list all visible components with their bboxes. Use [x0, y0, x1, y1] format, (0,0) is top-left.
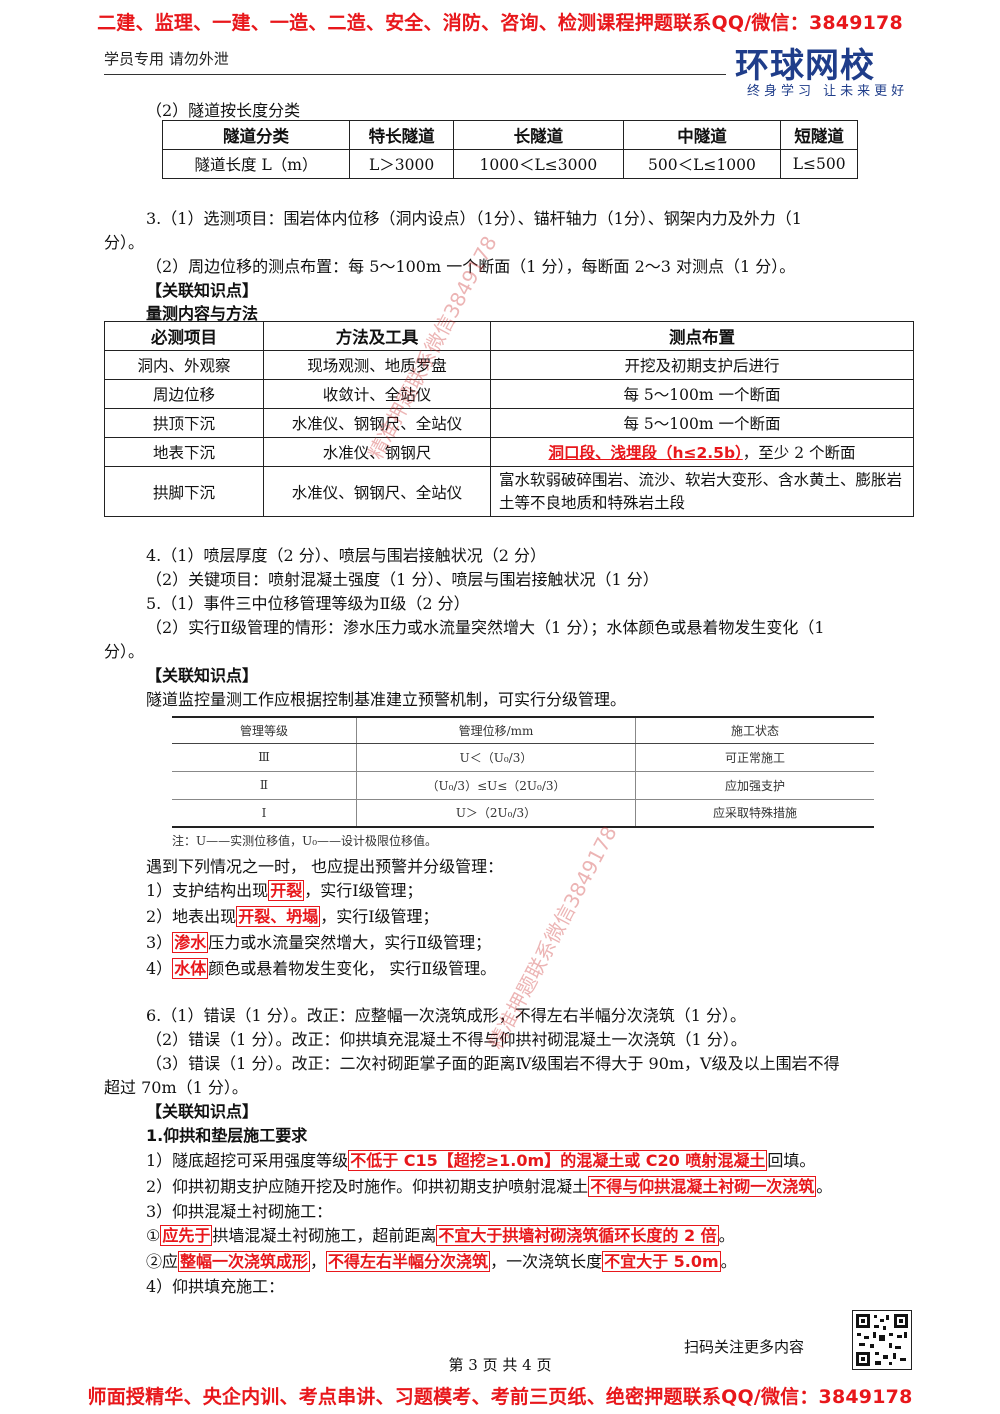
grade-header: 管理位移/mm	[356, 716, 636, 744]
measure-header: 必测项目	[104, 321, 264, 351]
answer5-line: 5.（1）事件三中位移管理等级为Ⅱ级（2 分）	[146, 594, 470, 613]
measure-cell: 富水软弱破碎围岩、流沙、软岩大变形、含水黄土、膨胀岩土等不良地质和特殊岩土段	[490, 466, 914, 517]
measure-cell: 现场观测、地质罗盘	[263, 350, 491, 380]
invert-item-4: 4）仰拱填充施工：	[146, 1277, 285, 1296]
grade-cell: U＜（U₀/3）	[356, 743, 636, 772]
warning-highlight: 开裂、坍塌	[236, 906, 321, 927]
invert-highlight: 不宜大于拱墙衬砌浇筑循环长度的 2 倍	[436, 1225, 719, 1246]
measure-cell: 每 5～100m 一个断面	[490, 408, 914, 438]
brand-slogan: 终身学习 让未来更好	[747, 84, 909, 99]
header-divider	[104, 74, 726, 75]
brand-logo: 环球网校	[735, 46, 875, 86]
warning-item: 3）渗水压力或水流量突然增大，实行Ⅱ级管理；	[146, 932, 492, 953]
invert-highlight: 应先于	[160, 1225, 213, 1246]
length-cell: L≤500	[780, 149, 858, 179]
grade-cell: Ⅰ	[172, 799, 357, 828]
warning-highlight: 开裂	[268, 880, 305, 901]
warning-item: 2）地表出现开裂、坍塌，实行Ⅰ级管理；	[146, 906, 439, 927]
grade-table: 管理等级 管理位移/mm 施工状态 Ⅲ U＜（U₀/3） 可正常施工 Ⅱ （U₀…	[172, 716, 874, 828]
answer4-line: 4.（1）喷层厚度（2 分）、喷层与围岩接触状况（2 分）	[146, 546, 546, 565]
measure-cell: 拱顶下沉	[104, 408, 264, 438]
answer3-line: 3.（1）选测项目：围岩体内位移（洞内设点）（1分）、锚杆轴力（1分）、钢架内力…	[146, 209, 802, 228]
qr-code[interactable]	[852, 1310, 912, 1370]
measure-table: 必测项目 方法及工具 测点布置 洞内、外观察 现场观测、地质罗盘 开挖及初期支护…	[104, 321, 914, 517]
warning-highlight: 渗水	[172, 932, 209, 953]
length-header: 隧道分类	[161, 120, 351, 150]
invert-item-3: 3）仰拱混凝土衬砌施工：	[146, 1202, 333, 1221]
measure-cell: 周边位移	[104, 379, 264, 409]
measure-cell: 收敛计、全站仪	[263, 379, 491, 409]
length-header: 长隧道	[453, 120, 624, 150]
answer5-line: （2）实行Ⅱ级管理的情形：渗水压力或水流量突然增大（1 分）；水体颜色或悬着物发…	[146, 618, 825, 637]
grade-intro: 隧道监控量测工作应根据控制基准建立预警机制，可实行分级管理。	[146, 690, 627, 709]
measure-cell: 地表下沉	[104, 437, 264, 467]
invert-item-2: 2）仰拱初期支护应随开挖及时施作。仰拱初期支护喷射混凝土不得与仰拱混凝土衬砌一次…	[146, 1176, 833, 1197]
measure-cell: 拱脚下沉	[104, 466, 264, 517]
length-cell: 1000＜L≤3000	[453, 149, 624, 179]
knowledge-heading: 【关联知识点】	[146, 1102, 259, 1121]
invert-subtitle: 1.仰拱和垫层施工要求	[146, 1126, 308, 1145]
page-number: 第 3 页 共 4 页	[448, 1356, 552, 1374]
measure-header: 测点布置	[490, 321, 914, 351]
grade-cell: U＞（2U₀/3）	[356, 799, 636, 828]
grade-cell: 应采取特殊措施	[635, 799, 874, 828]
length-cell: 500＜L≤1000	[622, 149, 782, 179]
invert-highlight: 不低于 C15【超挖≥1.0m】的混凝土或 C20 喷射混凝土	[348, 1150, 768, 1171]
grade-cell: 应加强支护	[635, 771, 874, 800]
invert-highlight: 不宜大于 5.0m	[602, 1251, 721, 1272]
grade-cell: （U₀/3）≤U≤（2U₀/3）	[356, 771, 636, 800]
warning-item: 1）支护结构出现开裂，实行Ⅰ级管理；	[146, 880, 423, 901]
measure-cell: 每 5～100m 一个断面	[490, 379, 914, 409]
invert-item-1: 1）隧底超挖可采用强度等级不低于 C15【超挖≥1.0m】的混凝土或 C20 喷…	[146, 1150, 816, 1171]
length-header: 中隧道	[622, 120, 782, 150]
length-header: 短隧道	[780, 120, 858, 150]
answer6-line: （3）错误（1 分）。改正：二次衬砌距掌子面的距离Ⅳ级围岩不得大于 90m，Ⅴ级…	[146, 1054, 840, 1073]
invert-item-3b: ②应整幅一次浇筑成形，不得左右半幅分次浇筑，一次浇筑长度不宜大于 5.0m。	[146, 1251, 737, 1272]
surface-rest: ，至少 2 个断面	[742, 444, 856, 462]
invert-highlight: 整幅一次浇筑成形	[178, 1251, 311, 1272]
knowledge-heading: 【关联知识点】	[146, 281, 259, 300]
answer3-line: （2）周边位移的测点布置：每 5～100m 一个断面（1 分），每断面 2～3 …	[146, 257, 796, 276]
measure-cell: 水准仪、钢钢尺、全站仪	[263, 466, 491, 517]
answer6-line: 超过 70m（1 分）。	[104, 1078, 248, 1097]
scan-text: 扫码关注更多内容	[684, 1338, 805, 1356]
measure-cell: 水准仪、钢钢尺	[263, 437, 491, 467]
answer6-line: 6.（1）错误（1 分）。改正：应整幅一次浇筑成形，不得左右半幅分次浇筑（1 分…	[146, 1006, 746, 1025]
knowledge-heading: 【关联知识点】	[146, 666, 259, 685]
qr-code-icon	[856, 1314, 908, 1366]
invert-highlight: 不得与仰拱混凝土衬砌一次浇筑	[588, 1176, 817, 1197]
measure-cell: 洞内、外观察	[104, 350, 264, 380]
measure-cell-surface: 洞口段、浅埋段（h≤2.5b），至少 2 个断面	[490, 437, 914, 467]
top-banner: 二建、监理、一建、一造、二造、安全、消防、咨询、检测课程押题联系QQ/微信：38…	[97, 12, 903, 34]
invert-highlight: 不得左右半幅分次浇筑	[326, 1251, 491, 1272]
measure-cell: 开挖及初期支护后进行	[490, 350, 914, 380]
grade-cell: Ⅱ	[172, 771, 357, 800]
length-cell: L＞3000	[349, 149, 455, 179]
grade-cell: 可正常施工	[635, 743, 874, 772]
length-table: 隧道分类 特长隧道 长隧道 中隧道 短隧道 隧道长度 L（m） L＞3000 1…	[161, 120, 858, 179]
measure-header: 方法及工具	[263, 321, 491, 351]
warning-highlight: 水体	[172, 958, 209, 979]
grade-header: 施工状态	[635, 716, 874, 744]
grade-cell: Ⅲ	[172, 743, 357, 772]
length-title: （2）隧道按长度分类	[146, 101, 301, 120]
grade-note: 注：U——实测位移值，U₀——设计极限位移值。	[172, 834, 438, 848]
header-note: 学员专用 请勿外泄	[104, 50, 229, 68]
answer6-line: （2）错误（1 分）。改正：仰拱填充混凝土不得与仰拱衬砌混凝土一次浇筑（1 分）…	[146, 1030, 747, 1049]
grade-header: 管理等级	[172, 716, 357, 744]
measure-subtitle: 量测内容与方法	[146, 304, 259, 323]
length-header: 特长隧道	[349, 120, 455, 150]
warning-intro: 遇到下列情况之一时， 也应提出预警并分级管理：	[146, 857, 504, 876]
warning-item: 4）水体颜色或悬着物发生变化， 实行Ⅱ级管理。	[146, 958, 497, 979]
answer3-line: 分）。	[104, 233, 145, 252]
length-cell: 隧道长度 L（m）	[161, 149, 351, 179]
surface-highlight: 洞口段、浅埋段（h≤2.5b）	[548, 444, 743, 462]
bottom-banner: 师面授精华、央企内训、考点串讲、习题模考、考前三页纸、绝密押题联系QQ/微信：3…	[87, 1386, 913, 1408]
answer4-line: （2）关键项目：喷射混凝土强度（1 分）、喷层与围岩接触状况（1 分）	[146, 570, 659, 589]
answer5-line: 分）。	[104, 642, 145, 661]
measure-cell: 水准仪、钢钢尺、全站仪	[263, 408, 491, 438]
